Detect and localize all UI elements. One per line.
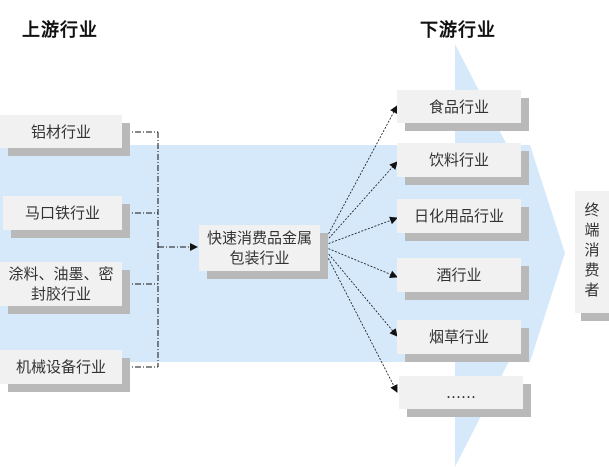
upstream-box-tinplate[interactable]: 马口铁行业	[3, 196, 122, 230]
downstream-label: 酒行业	[436, 266, 482, 284]
end-consumer-label: 终端消费者	[582, 202, 601, 302]
downstream-label: 日化用品行业	[413, 207, 504, 225]
upstream-box-coatings[interactable]: 涂料、油墨、密封胶行业	[0, 262, 122, 306]
center-label: 快速消费品金属包装行业	[206, 229, 312, 267]
upstream-label: 机械设备行业	[15, 358, 106, 376]
downstream-box-food[interactable]: 食品行业	[397, 90, 521, 123]
upstream-title: 上游行业	[22, 20, 98, 41]
downstream-label: 烟草行业	[428, 328, 489, 346]
downstream-label: ……	[446, 383, 476, 402]
downstream-title: 下游行业	[420, 20, 496, 41]
upstream-label: 涂料、油墨、密封胶行业	[8, 265, 114, 303]
downstream-box-daily-chemical[interactable]: 日化用品行业	[397, 199, 521, 233]
end-consumer-box[interactable]: 终端消费者	[575, 191, 609, 313]
upstream-box-aluminum[interactable]: 铝材行业	[0, 115, 122, 148]
center-box-metal-packaging[interactable]: 快速消费品金属包装行业	[199, 225, 320, 271]
downstream-box-others[interactable]: ……	[399, 376, 523, 409]
upstream-label: 马口铁行业	[24, 204, 100, 222]
downstream-label: 饮料行业	[428, 151, 489, 169]
upstream-label: 铝材行业	[30, 122, 91, 141]
upstream-box-machinery[interactable]: 机械设备行业	[0, 350, 122, 384]
downstream-label: 食品行业	[428, 97, 489, 116]
downstream-box-tobacco[interactable]: 烟草行业	[397, 320, 521, 354]
downstream-box-beverage[interactable]: 饮料行业	[397, 143, 521, 177]
downstream-box-liquor[interactable]: 酒行业	[397, 258, 521, 292]
